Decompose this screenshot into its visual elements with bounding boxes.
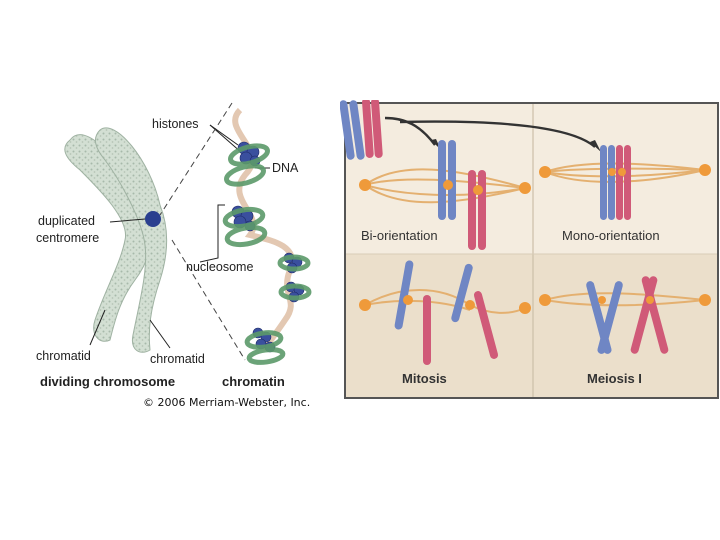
label-meiosis-i: Meiosis I — [587, 371, 642, 386]
orientation-panel — [340, 100, 720, 400]
label-nucleosome: nucleosome — [186, 260, 253, 274]
label-dna: DNA — [272, 161, 298, 175]
label-histones: histones — [152, 117, 199, 131]
nucleosome-group — [224, 142, 309, 364]
chromosome-illustration — [0, 0, 340, 400]
label-chromatin: chromatin — [222, 375, 285, 389]
label-chromatid-left: chromatid — [36, 349, 91, 363]
copyright-notice: © 2006 Merriam-Webster, Inc. — [143, 396, 310, 409]
centromere-dot — [145, 211, 161, 227]
label-chromatid-right: chromatid — [150, 352, 205, 366]
label-bi-orientation: Bi-orientation — [361, 228, 438, 243]
label-centromere: centromere — [36, 231, 99, 245]
label-mono-orientation: Mono-orientation — [562, 228, 660, 243]
label-duplicated: duplicated — [38, 214, 95, 228]
label-dividing-chromosome: dividing chromosome — [40, 375, 175, 389]
label-mitosis: Mitosis — [402, 371, 447, 386]
